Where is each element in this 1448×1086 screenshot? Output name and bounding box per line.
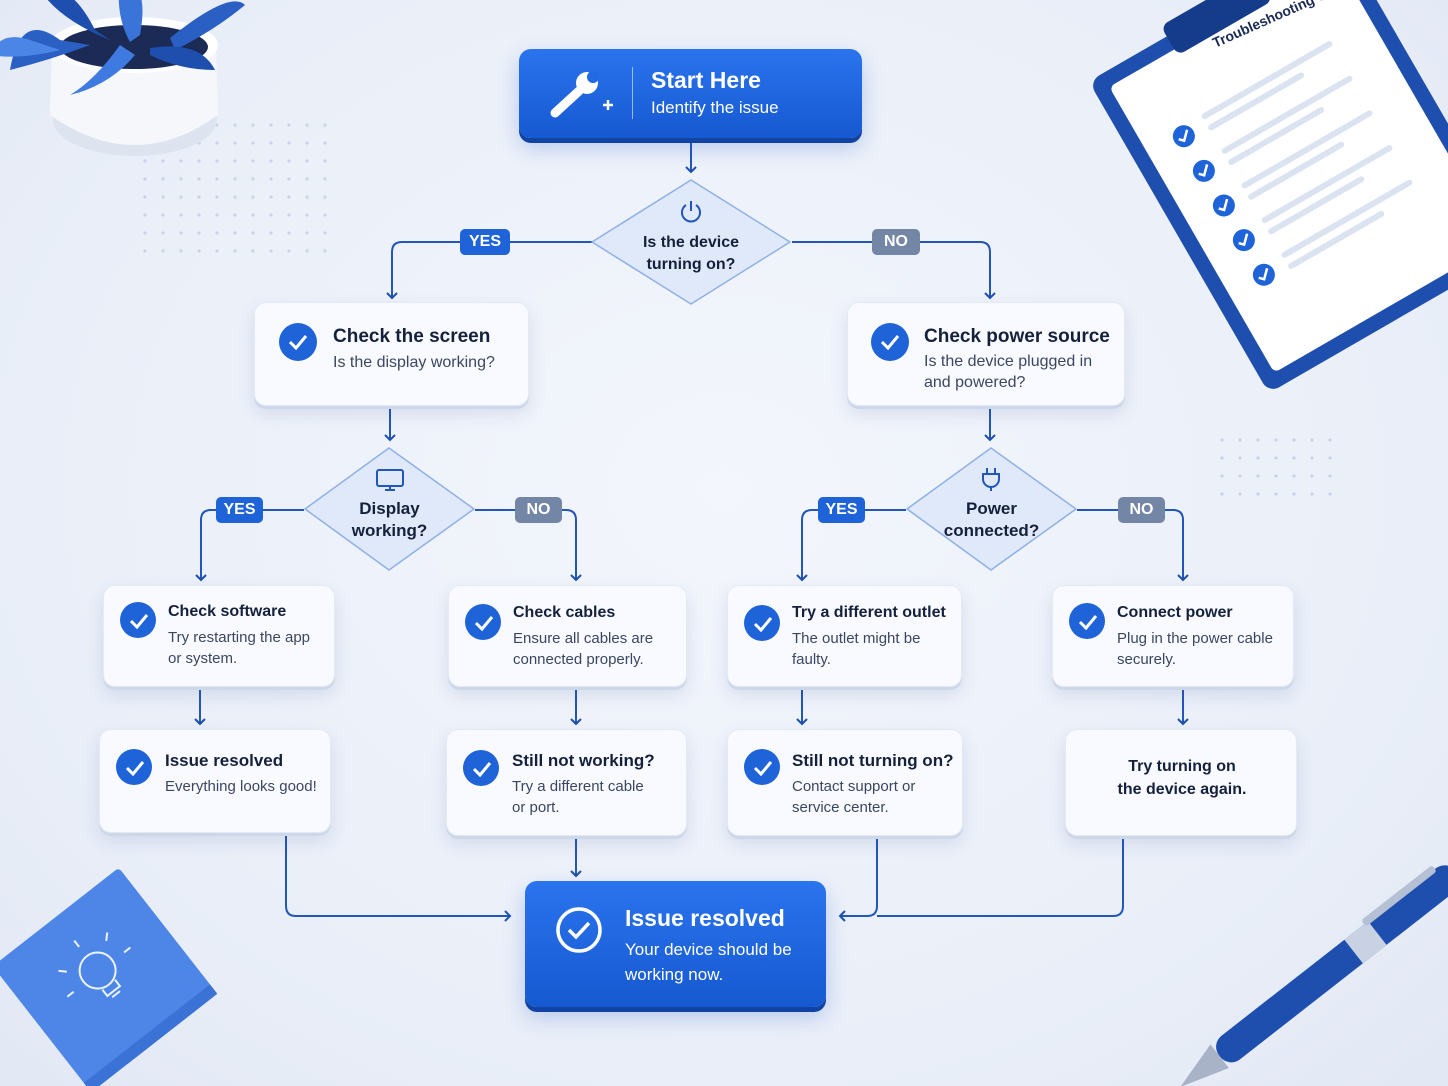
- final-text: working now.: [625, 965, 724, 984]
- card-check-power: Check power source Is the device plugged…: [847, 302, 1125, 406]
- plant-illustration: [0, 0, 245, 156]
- card-connect-power: Connect power Plug in the power cable se…: [1052, 585, 1294, 687]
- card-check-screen: Check the screen Is the display working?: [254, 302, 529, 406]
- arrow-q3-no: [1077, 509, 1189, 582]
- card-text: or port.: [512, 799, 560, 816]
- power-icon: [681, 201, 701, 223]
- check-icon: [120, 602, 156, 638]
- no-badge: NO: [515, 497, 562, 523]
- no-badge: NO: [872, 229, 920, 255]
- q2-line2: working?: [351, 521, 428, 540]
- card-title: Still not working?: [512, 751, 655, 770]
- card-check-cables: Check cables Ensure all cables are conne…: [448, 585, 687, 687]
- pen-illustration: [1169, 865, 1448, 1086]
- check-icon: [463, 750, 499, 786]
- card-text: Ensure all cables are: [513, 630, 654, 647]
- arrow-q1-yes: [386, 241, 592, 300]
- card-title: Connect power: [1117, 604, 1233, 621]
- card-title: Still not turning on?: [792, 751, 954, 770]
- clipboard-illustration: [1093, 0, 1448, 389]
- card-title: Try a different outlet: [792, 604, 946, 621]
- card-try-outlet: Try a different outlet The outlet might …: [727, 585, 962, 687]
- arrow-resolved-to-final: [285, 836, 512, 922]
- yes-badge: YES: [460, 229, 510, 255]
- start-title: Start Here: [651, 67, 761, 93]
- yes-badge: YES: [216, 497, 263, 523]
- card-still-not-working: Still not working? Try a different cable…: [446, 729, 687, 836]
- card-title: Check software: [168, 603, 287, 620]
- yes-badge: YES: [818, 497, 865, 523]
- card-text: service center.: [792, 799, 889, 816]
- arrow-q1-no: [792, 241, 996, 300]
- check-icon: [1069, 603, 1105, 639]
- card-text: securely.: [1117, 651, 1176, 668]
- final-title: Issue resolved: [625, 905, 785, 931]
- start-subtitle: Identify the issue: [651, 98, 779, 117]
- card-title: Issue resolved: [165, 751, 284, 770]
- arrow-q2-no: [475, 509, 582, 582]
- card-still-not-turning: Still not turning on? Contact support or…: [727, 729, 963, 836]
- final-node: Issue resolved Your device should be wor…: [525, 881, 826, 1007]
- card-text: faulty.: [792, 651, 831, 668]
- card-text: Is the display working?: [333, 354, 495, 371]
- monitor-icon: [376, 469, 404, 491]
- q3-line1: Power: [965, 499, 1018, 518]
- check-circle-icon: [556, 907, 602, 953]
- check-icon: [279, 323, 317, 361]
- check-icon: [871, 323, 909, 361]
- card-try-turning-on: Try turning on the device again.: [1065, 729, 1297, 836]
- card-check-software: Check software Try restarting the app or…: [103, 585, 335, 687]
- final-text: Your device should be: [625, 940, 792, 959]
- wrench-icon: [550, 71, 613, 118]
- sticky-note-illustration: [0, 869, 218, 1086]
- q1-line1: Is the device: [642, 234, 740, 251]
- card-text: Is the device plugged in: [924, 353, 1093, 370]
- card-text: Try restarting the app: [168, 629, 311, 646]
- card-text: the device again.: [1117, 781, 1247, 798]
- decision-display-working: Display working?: [302, 444, 477, 574]
- q2-line1: Display: [359, 499, 420, 518]
- check-icon: [744, 749, 780, 785]
- card-text: Try a different cable: [512, 778, 644, 795]
- card-text: or system.: [168, 650, 238, 667]
- decision-device-on: Is the device turning on?: [588, 176, 794, 308]
- arrow-try-to-final: [877, 836, 1124, 917]
- card-text: connected properly.: [513, 651, 644, 668]
- q1-line2: turning on?: [646, 256, 736, 273]
- arrow-q3-yes: [796, 509, 906, 582]
- q3-line2: connected?: [943, 521, 1040, 540]
- card-text: Plug in the power cable: [1117, 630, 1273, 647]
- no-badge: NO: [1118, 497, 1165, 523]
- card-issue-resolved: Issue resolved Everything looks good!: [99, 729, 331, 833]
- arrow-q2-yes: [195, 509, 304, 582]
- card-text: The outlet might be: [792, 630, 921, 647]
- card-title: Check cables: [513, 604, 616, 621]
- card-title: Check the screen: [333, 326, 491, 347]
- arrow-support-to-final: [838, 836, 878, 922]
- check-icon: [465, 604, 501, 640]
- plug-icon: [982, 468, 1000, 491]
- start-node: Start Here Identify the issue: [519, 49, 862, 138]
- decision-power-connected: Power connected?: [904, 444, 1079, 574]
- check-icon: [744, 605, 780, 641]
- card-text: and powered?: [924, 374, 1026, 391]
- card-text: Everything looks good!: [165, 778, 317, 795]
- card-text: Try turning on: [1128, 758, 1236, 775]
- card-title: Check power source: [924, 326, 1110, 347]
- check-icon: [116, 749, 152, 785]
- card-text: Contact support or: [792, 778, 916, 795]
